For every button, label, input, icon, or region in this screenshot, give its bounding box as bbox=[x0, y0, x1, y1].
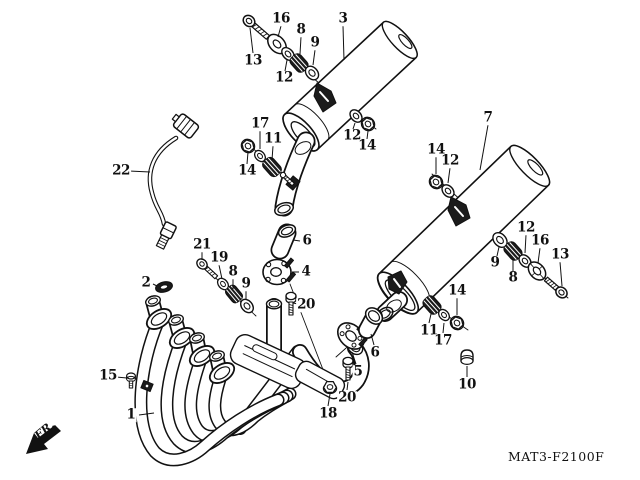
sensor-connector bbox=[171, 113, 200, 139]
exhaust-header-pipes bbox=[134, 315, 297, 467]
diagram-part-code: MAT3-F2100F bbox=[508, 449, 605, 464]
callout-21: 21 bbox=[192, 236, 212, 253]
callout-6: 6 bbox=[301, 232, 313, 249]
oxygen-sensor bbox=[147, 113, 200, 250]
right-muffler bbox=[376, 144, 551, 322]
callout-12: 12 bbox=[516, 219, 536, 236]
callout-14: 14 bbox=[426, 141, 446, 158]
callout-12: 12 bbox=[440, 152, 460, 169]
callout-20: 20 bbox=[337, 389, 357, 406]
washer-12-left-muffler bbox=[349, 109, 363, 123]
bolt-20-upper bbox=[285, 291, 297, 316]
nut-14-right-lower bbox=[449, 315, 465, 331]
sensor-probe bbox=[155, 221, 177, 250]
callout-14: 14 bbox=[447, 282, 467, 299]
gasket-2 bbox=[155, 281, 173, 293]
callout-8: 8 bbox=[227, 263, 239, 280]
callout-8: 8 bbox=[295, 21, 307, 38]
callout-14: 14 bbox=[237, 162, 257, 179]
callout-6: 6 bbox=[369, 344, 381, 361]
callout-8: 8 bbox=[507, 269, 519, 286]
rubber-mount-8-upper bbox=[289, 53, 309, 73]
callout-17: 17 bbox=[250, 115, 270, 132]
callout-2: 2 bbox=[140, 274, 152, 291]
washer-17-right bbox=[437, 308, 451, 322]
callout-1: 1 bbox=[125, 406, 137, 423]
bolt-13-right bbox=[543, 276, 568, 299]
callout-22: 22 bbox=[111, 162, 131, 179]
callout-13: 13 bbox=[550, 246, 570, 263]
header-inlet-collars bbox=[140, 295, 236, 393]
callout-9: 9 bbox=[309, 34, 321, 51]
stud-left-inlet bbox=[279, 171, 295, 187]
fr-direction-arrow: FR. bbox=[26, 418, 61, 454]
callout-12: 12 bbox=[274, 69, 294, 86]
callout-4: 4 bbox=[300, 263, 312, 280]
callout-11: 11 bbox=[263, 130, 283, 147]
callout-20: 20 bbox=[296, 296, 316, 313]
callout-17: 17 bbox=[433, 332, 453, 349]
callout-9: 9 bbox=[489, 254, 501, 271]
washer-9-upper bbox=[304, 65, 320, 81]
callout-16: 16 bbox=[271, 10, 291, 27]
callout-13: 13 bbox=[243, 52, 263, 69]
callout-19: 19 bbox=[209, 249, 229, 266]
nut-14-left-muffler bbox=[360, 116, 376, 132]
callout-15: 15 bbox=[98, 367, 118, 384]
nut-14-left-inlet bbox=[240, 138, 256, 154]
grommet-11-right bbox=[422, 295, 442, 315]
callout-14: 14 bbox=[357, 137, 377, 154]
grommet-11-left-inlet bbox=[262, 156, 282, 178]
callout-5: 5 bbox=[352, 363, 364, 380]
joint-sleeve-6-left bbox=[270, 223, 297, 260]
callout-16: 16 bbox=[530, 232, 550, 249]
joint-sleeve-6-right bbox=[358, 307, 384, 339]
callout-9: 9 bbox=[240, 275, 252, 292]
callout-10: 10 bbox=[457, 376, 477, 393]
bolt-21 bbox=[196, 258, 219, 280]
washer-17-left-inlet bbox=[253, 149, 267, 163]
washer-9-right bbox=[492, 232, 508, 248]
cap-nut-10 bbox=[460, 349, 474, 366]
bolt-15 bbox=[125, 372, 137, 389]
exhaust-flange-4 bbox=[262, 257, 297, 286]
callout-12: 12 bbox=[342, 127, 362, 144]
nut-18 bbox=[322, 380, 338, 395]
callout-3: 3 bbox=[337, 10, 349, 27]
left-muffler bbox=[274, 20, 418, 217]
bolt-13-upper bbox=[242, 14, 271, 40]
nut-14-right-top bbox=[428, 174, 444, 190]
callout-18: 18 bbox=[318, 405, 338, 422]
washer-16-right bbox=[527, 261, 547, 281]
washer-9-mid bbox=[239, 298, 255, 314]
callout-7: 7 bbox=[482, 109, 494, 126]
